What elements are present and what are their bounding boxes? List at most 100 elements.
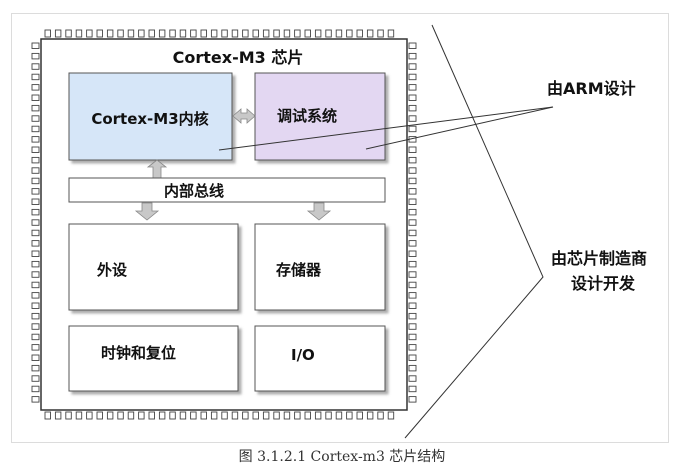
chip-pin — [31, 136, 40, 143]
chip-pin — [366, 29, 374, 38]
chip-pin — [117, 411, 124, 420]
chip-pin — [31, 375, 40, 382]
chip-pin — [210, 29, 218, 38]
chip-pin — [179, 411, 187, 420]
chip-pin — [127, 411, 135, 420]
chip-pin — [304, 29, 311, 38]
chip-pin — [262, 411, 270, 420]
chip-pin — [408, 177, 417, 185]
chip-pin — [408, 146, 417, 153]
chip-pin — [31, 333, 40, 341]
chip-pin — [31, 188, 40, 195]
chip-pin — [221, 411, 228, 420]
chip-pin — [408, 63, 417, 70]
chip-pin — [242, 411, 249, 420]
chip-pin — [31, 177, 40, 185]
chip-pin — [408, 302, 417, 309]
chip-pin — [408, 94, 417, 101]
chip-pin — [408, 396, 417, 403]
chip-pin — [408, 167, 417, 174]
chip-pin — [252, 411, 259, 420]
chip-pin — [31, 73, 40, 81]
chip-pin — [31, 344, 40, 351]
debug-block — [254, 72, 386, 161]
chip-pin — [408, 385, 417, 393]
arm-pointer-line-core — [218, 106, 554, 151]
chip-pin — [158, 411, 166, 420]
chip-pin — [408, 250, 417, 257]
chip-pin — [408, 375, 417, 382]
peripheral-label: 外设 — [96, 261, 127, 279]
chip-pin — [31, 302, 40, 309]
chip-pin — [221, 29, 228, 38]
chip-pin — [31, 42, 40, 49]
chip-pin — [31, 354, 40, 361]
bus-core-arrow — [146, 159, 168, 179]
chip-pin — [190, 29, 197, 38]
chip-pin — [31, 260, 40, 268]
chip-pin — [31, 312, 40, 320]
chip-pin — [242, 29, 249, 38]
chip-pin — [75, 411, 83, 420]
chip-pin — [31, 281, 40, 289]
chip-pin — [387, 29, 395, 38]
chip-pin — [65, 29, 72, 38]
core-debug-arrow — [232, 108, 256, 124]
arm-design-label: 由ARM设计 — [547, 79, 636, 98]
internal-bus — [68, 177, 386, 203]
vendor-bracket — [404, 24, 544, 439]
chip-pin — [31, 94, 40, 101]
chip-pin — [408, 271, 417, 278]
bus-memory-arrow — [306, 202, 332, 221]
chip-pin — [31, 63, 40, 70]
chip-pin — [408, 208, 417, 216]
chip-pin — [314, 411, 322, 420]
chip-pin — [408, 219, 417, 226]
chip-pin — [356, 29, 363, 38]
chip-pin — [31, 115, 40, 122]
chip-pin — [106, 411, 114, 420]
memory-block — [254, 223, 386, 311]
chip-pin — [169, 29, 176, 38]
chip-pin — [377, 411, 384, 420]
chip-pin — [366, 411, 374, 420]
vendor-design-label-line2: 设计开发 — [571, 274, 636, 293]
chip-pin — [304, 411, 311, 420]
chip-pin — [408, 240, 417, 247]
chip-pin — [346, 29, 353, 38]
chip-pin — [200, 29, 207, 38]
chip-pin — [283, 411, 291, 420]
chip-pin — [179, 29, 187, 38]
clock-reset-label: 时钟和复位 — [101, 344, 176, 362]
chip-pin — [262, 29, 270, 38]
chip-pin — [408, 188, 417, 195]
chip-pin — [31, 167, 40, 174]
chip-pin — [86, 29, 93, 38]
chip-pin — [54, 411, 62, 420]
chip-pin — [408, 260, 417, 268]
chip-pin — [31, 229, 40, 237]
chip-pin — [294, 29, 301, 38]
chip-pin — [408, 281, 417, 289]
chip-pin — [377, 29, 384, 38]
chip-pin — [314, 29, 322, 38]
chip-pin — [65, 411, 72, 420]
figure-caption: 图 3.1.2.1 Cortex-m3 芯片结构 — [238, 449, 446, 465]
chip-pin — [44, 411, 51, 420]
chip-pin — [346, 411, 353, 420]
internal-bus-label: 内部总线 — [164, 182, 224, 200]
chip-pin — [31, 52, 40, 60]
chip-pin — [31, 323, 40, 330]
chip-pin — [200, 411, 207, 420]
chip-pins — [31, 29, 417, 420]
chip-pin — [356, 411, 363, 420]
chip-pin — [408, 198, 417, 205]
chip-pin — [325, 411, 332, 420]
chip-pin — [408, 125, 417, 133]
chip-pin — [31, 385, 40, 393]
chip-pin — [408, 73, 417, 81]
chip-pin — [408, 323, 417, 330]
chip-pin — [210, 411, 218, 420]
chip-pin — [127, 29, 135, 38]
